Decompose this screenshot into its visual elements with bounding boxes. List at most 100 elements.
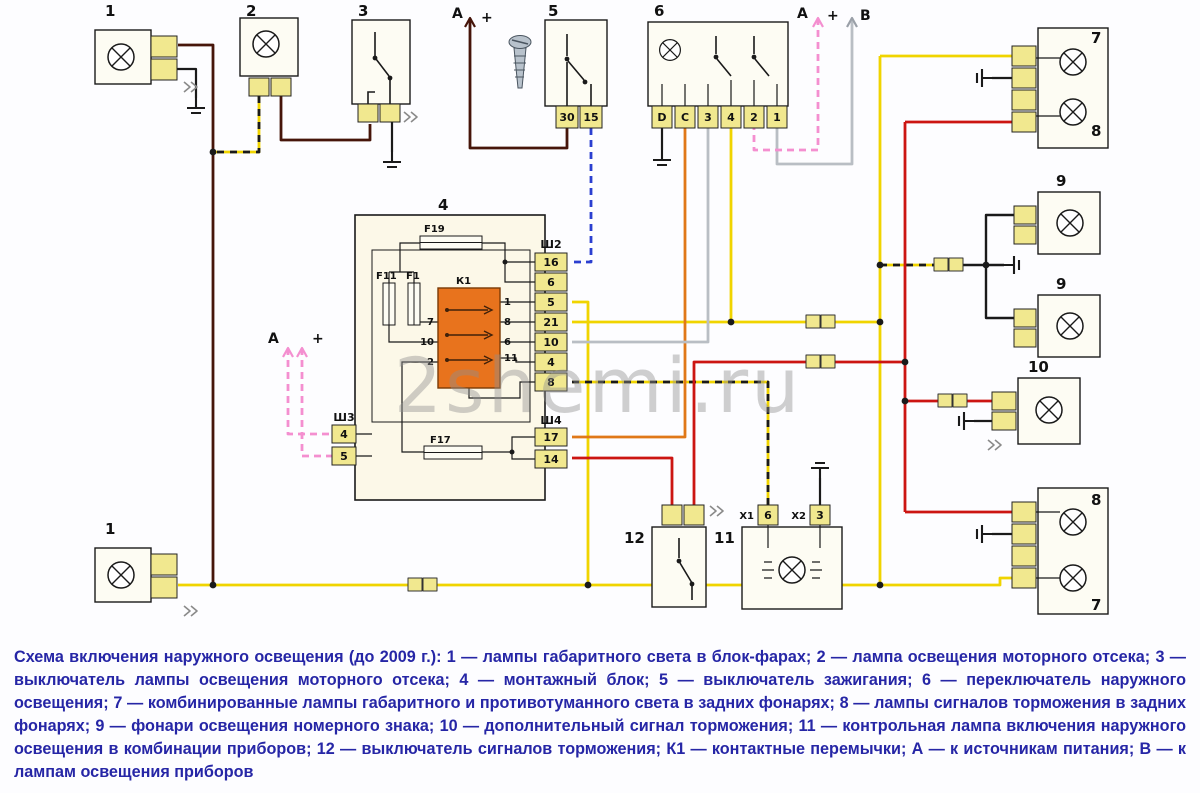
wires <box>177 16 1021 617</box>
x2-pin-3: 3 <box>816 509 824 522</box>
wire-blue <box>572 128 593 264</box>
wire-position-lamps <box>178 54 1012 587</box>
x1-pin-6: 6 <box>764 509 772 522</box>
ground-icon <box>957 410 976 432</box>
harness-arrow-icon <box>709 505 724 517</box>
label-6: 6 <box>654 2 664 20</box>
k1-pin-6: 6 <box>504 337 511 348</box>
harness-arrow-icon <box>183 605 198 617</box>
pin-d: D <box>657 111 666 124</box>
sh4-label: Ш4 <box>540 414 562 427</box>
indicator-lamp-icon <box>778 556 806 584</box>
stop-lamp-icon <box>1059 98 1087 126</box>
wire-gray <box>572 18 854 344</box>
screw-icon <box>508 35 532 89</box>
lamp-icon <box>1056 209 1084 237</box>
wire-yellow-black-base <box>213 96 934 505</box>
junction-dots <box>209 148 990 589</box>
label-a-right: А <box>797 6 808 22</box>
label-10: 10 <box>1028 358 1049 376</box>
label-4: 4 <box>438 196 448 214</box>
block4-sh4-connector <box>534 427 568 469</box>
harness-arrow-icon <box>987 439 1002 451</box>
arrow-labels: А + А + В А + <box>268 6 871 347</box>
label-a-mid: А <box>268 331 279 347</box>
lamp-icon <box>107 561 135 589</box>
label-a-top: А <box>452 6 463 22</box>
watermark: 2shemi.ru <box>394 341 803 430</box>
sh3-label: Ш3 <box>333 411 354 424</box>
block4-sh3-connector <box>331 424 357 466</box>
position-lamp-icon <box>1059 564 1087 592</box>
component-rear-cluster-bottom <box>1011 487 1109 615</box>
label-7-top: 7 <box>1091 29 1101 47</box>
label-8-bottom: 8 <box>1091 491 1101 509</box>
sh4-pin-14: 14 <box>543 453 559 466</box>
label-1-bottom: 1 <box>105 520 115 538</box>
fuse-f19-label: F19 <box>424 224 445 235</box>
position-lamp-icon <box>1059 48 1087 76</box>
label-3: 3 <box>358 2 368 20</box>
k1-pin-8: 8 <box>504 317 511 328</box>
block4-fuses <box>382 235 483 460</box>
fuse-f11-label: F11 <box>376 271 397 282</box>
wire-stop-signal <box>572 120 1012 514</box>
label-9b: 9 <box>1056 275 1066 293</box>
ground-icon <box>975 523 994 545</box>
lamp-icon <box>658 38 682 62</box>
wiring-diagram: 30 15 D C 3 4 2 1 <box>94 2 1109 617</box>
lamp-icon <box>1056 312 1084 340</box>
fuse-f1-label: F1 <box>406 271 420 282</box>
lamp-icon <box>107 43 135 71</box>
label-a-right-plus: + <box>827 8 839 24</box>
wire-brown <box>178 18 569 585</box>
legend-caption: Схема включения наружного освещения (до … <box>0 638 1200 784</box>
component-lamp2 <box>239 17 299 97</box>
sh2-pin-4: 4 <box>547 356 555 369</box>
component-stop-switch12 <box>651 504 707 608</box>
label-1-top: 1 <box>105 2 115 20</box>
component-switch6: D C 3 4 2 1 <box>647 21 789 129</box>
component-labels: 1 2 3 5 6 4 7 8 9 9 10 8 7 1 2 11 1 <box>105 2 1101 614</box>
label-b-right: В <box>860 8 871 24</box>
legend-text: Схема включения наружного освещения (до … <box>14 648 1186 781</box>
pin-1: 1 <box>773 111 781 124</box>
component-ignition5: 30 15 <box>544 19 608 129</box>
k1-pin-1: 1 <box>504 297 511 308</box>
component-plate-lamp-a <box>1013 191 1101 255</box>
label-11: 11 <box>714 529 735 547</box>
lamp-icon <box>1035 396 1063 424</box>
sh2-pin-16: 16 <box>543 256 559 269</box>
ground-icon <box>185 96 207 115</box>
label-2: 2 <box>246 2 256 20</box>
harness-arrow-icon <box>403 111 418 123</box>
wire-pink <box>286 18 820 458</box>
sh3-pin-5: 5 <box>340 450 348 463</box>
ground-icon <box>1002 254 1021 276</box>
inline-connectors <box>407 257 968 592</box>
relay-k1-label: К1 <box>456 276 471 287</box>
pin-c: C <box>681 111 689 124</box>
pin-2: 2 <box>750 111 758 124</box>
pin-30: 30 <box>559 111 575 124</box>
lamp-icon <box>252 30 280 58</box>
sh2-pin-10: 10 <box>543 336 559 349</box>
k1-pin-7: 7 <box>427 317 434 328</box>
block4-sh2-connector <box>534 252 568 392</box>
k1-pin-11: 11 <box>504 353 518 364</box>
component-rear-cluster-top <box>1011 27 1109 149</box>
label-7-bottom: 7 <box>1091 596 1101 614</box>
pin-3: 3 <box>704 111 712 124</box>
label-a-mid-plus: + <box>312 331 324 347</box>
component-lamp1-bottom <box>94 547 178 603</box>
block4-relay-k1 <box>437 287 501 389</box>
component-plate-lamp-b <box>1013 294 1101 358</box>
sh2-label: Ш2 <box>540 238 561 251</box>
component-lamp1-top <box>94 29 178 85</box>
label-9a: 9 <box>1056 172 1066 190</box>
k1-pin-2: 2 <box>427 357 434 368</box>
wire-license-plate <box>962 213 1014 320</box>
ground-icon <box>975 67 994 89</box>
component-cluster11: X1 6 X2 3 <box>739 504 843 610</box>
component-block4: F19 F11 F1 F17 К1 Ш2 Ш4 Ш3 16 6 5 21 10 … <box>331 214 568 501</box>
